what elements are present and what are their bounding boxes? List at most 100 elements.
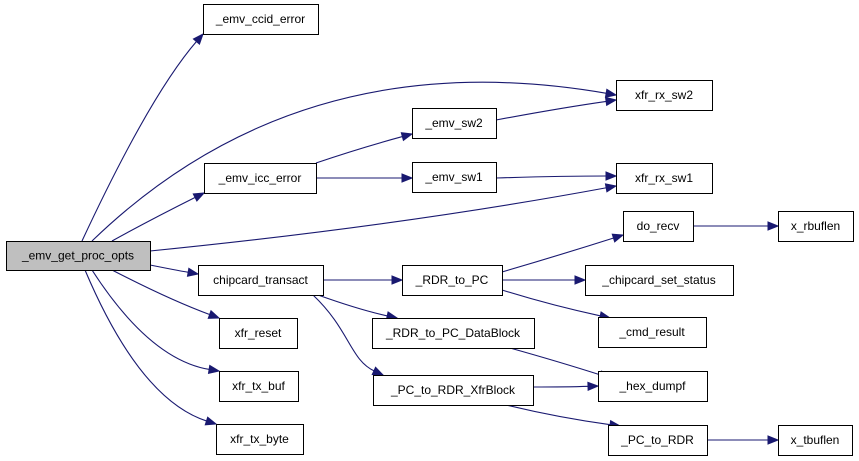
node-rdr-to-pc[interactable]: _RDR_to_PC <box>402 265 503 296</box>
node-rdr-to-pc-datablock[interactable]: _RDR_to_PC_DataBlock <box>372 318 535 349</box>
arrowhead <box>204 416 218 426</box>
node-box[interactable] <box>778 425 853 456</box>
node-box[interactable] <box>198 265 324 296</box>
node-label: xfr_tx_buf <box>232 379 285 393</box>
node-xfr-rx-sw2[interactable]: xfr_rx_sw2 <box>616 80 713 111</box>
node-x-tbuflen[interactable]: x_tbuflen <box>778 425 853 456</box>
edge-PC_to_RDR_XfrBlock-to-hex_dumpf <box>532 381 600 392</box>
arrowhead <box>391 275 404 285</box>
edge-line <box>495 175 608 179</box>
edges <box>81 32 780 445</box>
arrowhead <box>186 267 200 277</box>
node-chipcard-transact[interactable]: chipcard_transact <box>198 265 324 296</box>
node-emv-sw1[interactable]: _emv_sw1 <box>412 162 497 193</box>
node-box[interactable] <box>219 371 299 402</box>
node-label: _RDR_to_PC_DataBlock <box>385 326 521 340</box>
edge-emv_sw1-to-xfr_rx_sw1 <box>495 171 618 181</box>
node-box[interactable] <box>412 162 497 193</box>
node-xfr-rx-sw1[interactable]: xfr_rx_sw1 <box>616 163 713 194</box>
arrowhead <box>192 192 206 202</box>
node-box[interactable] <box>372 318 535 349</box>
arrowhead <box>767 221 780 231</box>
node-label: xfr_reset <box>235 326 282 340</box>
node-xfr-reset[interactable]: xfr_reset <box>219 318 298 349</box>
node-label: _PC_to_RDR <box>620 433 694 447</box>
node-box[interactable] <box>373 375 534 406</box>
edge-line <box>501 289 602 317</box>
edge-line <box>501 237 615 273</box>
arrowhead <box>604 96 618 107</box>
node-box[interactable] <box>219 318 298 349</box>
edge-RDR_to_PC-to-chipcard_set_status <box>502 275 587 285</box>
edge-line <box>532 385 590 388</box>
edge-emv_sw2-to-xfr_rx_sw2 <box>495 96 618 121</box>
node-box[interactable] <box>778 211 854 242</box>
node-emv-icc-error[interactable]: _emv_icc_error <box>204 163 317 194</box>
node-hex-dumpf[interactable]: _hex_dumpf <box>598 371 708 402</box>
node-box[interactable] <box>203 4 319 35</box>
arrowhead <box>192 32 204 46</box>
node-label: xfr_tx_byte <box>230 432 289 446</box>
node-box[interactable] <box>204 163 317 194</box>
edge-line <box>317 294 389 317</box>
edge-emv_get_proc_opts-to-emv_ccid_error <box>81 32 204 242</box>
node-label: x_tbuflen <box>791 433 840 447</box>
edge-RDR_to_PC_DataBlock-to-hex_dumpf <box>509 347 612 380</box>
node-xfr-tx-byte[interactable]: xfr_tx_byte <box>216 424 304 455</box>
node-box[interactable] <box>598 371 708 402</box>
node-box[interactable] <box>623 211 694 242</box>
node-emv-get-proc-opts[interactable]: _emv_get_proc_opts <box>6 241 151 271</box>
edge-do_recv-to-x_rbuflen <box>693 221 780 231</box>
node-label: _emv_sw1 <box>424 170 483 184</box>
node-cmd-result[interactable]: _cmd_result <box>598 317 707 348</box>
edge-chipcard_transact-to-PC_to_RDR_XfrBlock <box>312 294 385 376</box>
node-label: xfr_rx_sw2 <box>635 88 693 102</box>
node-label: _cmd_result <box>618 325 685 339</box>
node-label: _emv_get_proc_opts <box>21 249 134 263</box>
arrowhead <box>400 132 414 142</box>
edge-line <box>91 269 211 371</box>
node-box[interactable] <box>6 241 151 271</box>
node-box[interactable] <box>402 265 503 296</box>
arrowhead <box>574 275 587 285</box>
node-label: xfr_rx_sw1 <box>635 171 693 185</box>
arrowhead <box>605 171 618 181</box>
node-emv-ccid-error[interactable]: _emv_ccid_error <box>203 4 319 35</box>
nodes: _emv_get_proc_opts _emv_ccid_error _emv_ic… <box>6 4 854 456</box>
edge-line <box>84 269 208 422</box>
node-emv-sw2[interactable]: _emv_sw2 <box>412 108 497 139</box>
node-pc-to-rdr[interactable]: _PC_to_RDR <box>608 425 708 456</box>
node-box[interactable] <box>608 425 708 456</box>
node-label: chipcard_transact <box>213 273 308 287</box>
node-label: do_recv <box>637 219 680 233</box>
node-box[interactable] <box>585 265 734 296</box>
edge-emv_get_proc_opts-to-chipcard_transact <box>149 264 200 277</box>
node-label: x_rbuflen <box>791 219 840 233</box>
arrowhead <box>207 309 221 319</box>
node-do-recv[interactable]: do_recv <box>623 211 694 242</box>
node-box[interactable] <box>616 80 713 111</box>
node-box[interactable] <box>216 424 304 455</box>
node-box[interactable] <box>616 163 713 194</box>
arrowhead <box>401 173 414 183</box>
arrowhead <box>587 381 600 392</box>
edge-line <box>81 40 198 242</box>
node-xfr-tx-buf[interactable]: xfr_tx_buf <box>219 371 299 402</box>
edge-emv_get_proc_opts-to-xfr_rx_sw2 <box>91 81 618 242</box>
node-label: _RDR_to_PC <box>415 273 489 287</box>
node-box[interactable] <box>412 108 497 139</box>
edge-emv_get_proc_opts-to-xfr_tx_buf <box>91 269 221 375</box>
node-label: _PC_to_RDR_XfrBlock <box>390 383 516 397</box>
node-x-rbuflen[interactable]: x_rbuflen <box>778 211 854 242</box>
edge-line <box>312 294 376 372</box>
edge-line <box>149 264 190 273</box>
edge-emv_get_proc_opts-to-xfr_reset <box>111 269 221 319</box>
node-chipcard-set-status[interactable]: _chipcard_set_status <box>585 265 734 296</box>
node-box[interactable] <box>598 317 707 348</box>
edge-emv_get_proc_opts-to-xfr_rx_sw1 <box>149 183 618 252</box>
arrowhead <box>207 364 221 375</box>
node-label: _emv_icc_error <box>218 171 302 185</box>
node-pc-to-rdr-xfrblock[interactable]: _PC_to_RDR_XfrBlock <box>373 375 534 406</box>
node-label: _chipcard_set_status <box>601 273 715 287</box>
